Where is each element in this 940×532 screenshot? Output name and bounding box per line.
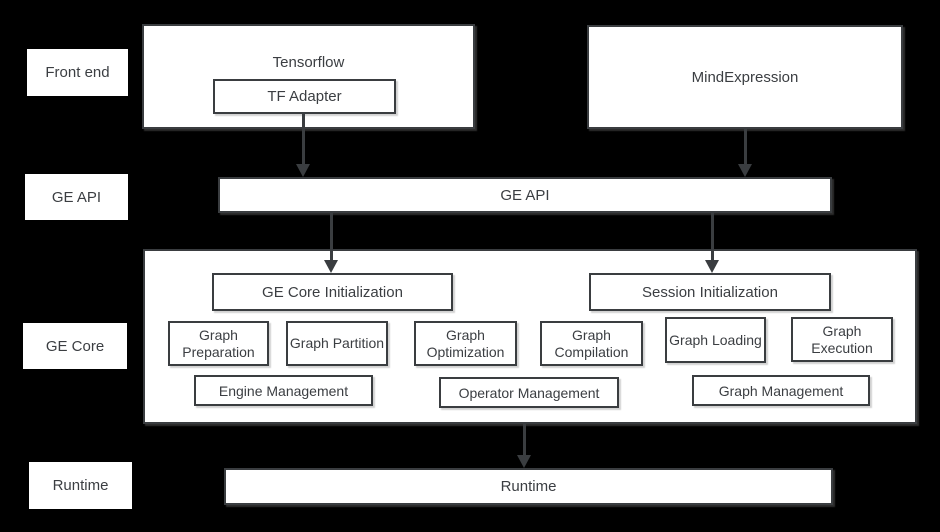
ge-core-box: GE Core Initialization Session Initializ… bbox=[143, 249, 917, 424]
arrow-stem bbox=[329, 213, 333, 260]
arrow-head bbox=[324, 260, 338, 273]
layer-label-runtime: Runtime bbox=[29, 462, 132, 509]
arrow-head bbox=[517, 455, 531, 468]
arrow-head bbox=[296, 164, 310, 177]
arrow-head bbox=[705, 260, 719, 273]
tf-adapter-box: TF Adapter bbox=[213, 79, 396, 114]
down-arrow-icon bbox=[296, 114, 310, 177]
arrow-stem bbox=[522, 424, 526, 455]
engine-management-box: Engine Management bbox=[194, 375, 373, 406]
down-arrow-icon bbox=[705, 213, 719, 273]
down-arrow-icon bbox=[738, 129, 752, 177]
ge-core-initialization-box: GE Core Initialization bbox=[212, 273, 453, 311]
down-arrow-icon bbox=[324, 213, 338, 273]
down-arrow-icon bbox=[517, 424, 531, 468]
module-box-graph-preparation: Graph Preparation bbox=[168, 321, 269, 366]
runtime-bar: Runtime bbox=[224, 468, 833, 505]
arrow-stem bbox=[710, 213, 714, 260]
arrow-stem bbox=[743, 129, 747, 164]
graph-management-box: Graph Management bbox=[692, 375, 870, 406]
module-box-graph-execution: Graph Execution bbox=[791, 317, 893, 362]
module-box-graph-compilation: Graph Compilation bbox=[540, 321, 643, 366]
layer-label-ge-core: GE Core bbox=[23, 323, 127, 369]
ge-api-bar: GE API bbox=[218, 177, 832, 213]
tensorflow-label: Tensorflow bbox=[272, 54, 345, 71]
layer-label-ge-api: GE API bbox=[25, 174, 128, 220]
module-box-graph-loading: Graph Loading bbox=[665, 317, 766, 363]
arrow-head bbox=[738, 164, 752, 177]
operator-management-box: Operator Management bbox=[439, 377, 619, 408]
mindexpression-box: MindExpression bbox=[587, 25, 903, 129]
module-box-graph-optimization: Graph Optimization bbox=[414, 321, 517, 366]
arrow-stem bbox=[301, 114, 305, 164]
session-initialization-box: Session Initialization bbox=[589, 273, 831, 311]
tensorflow-box: Tensorflow TF Adapter bbox=[142, 24, 475, 129]
module-box-graph-partition: Graph Partition bbox=[286, 321, 388, 366]
layer-label-front-end: Front end bbox=[27, 49, 128, 96]
